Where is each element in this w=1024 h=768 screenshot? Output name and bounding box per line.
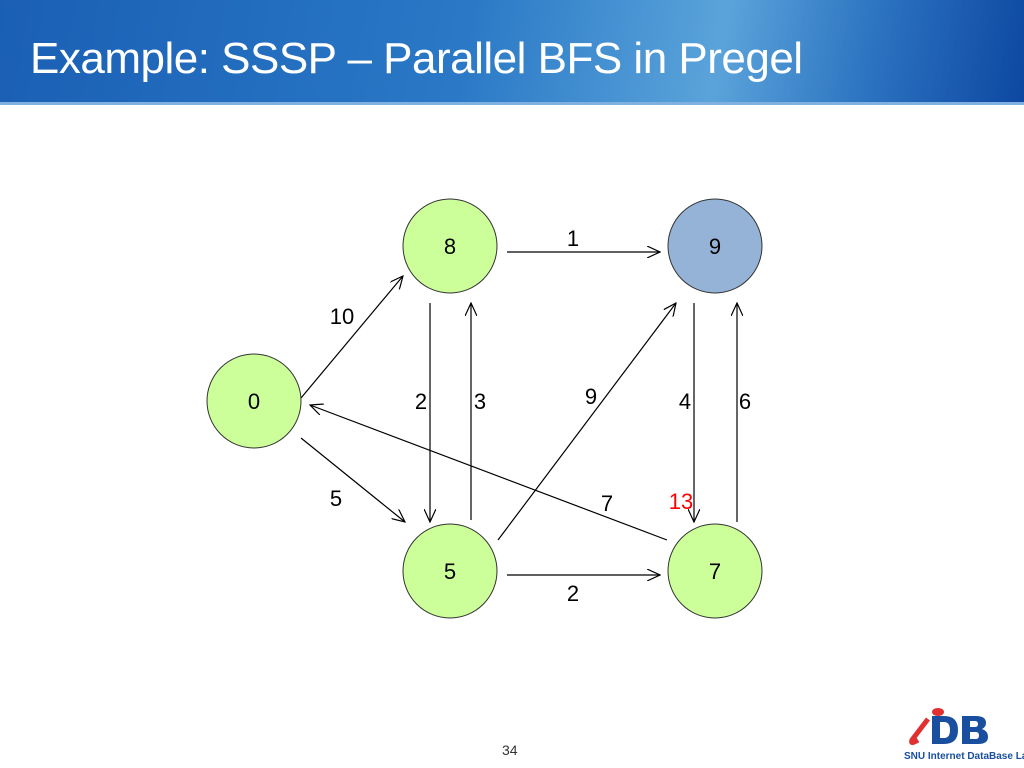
title-bar: Example: SSSP – Parallel BFS in Pregel: [0, 0, 1024, 105]
vertex-value: 0: [248, 389, 260, 414]
vertex-value: 9: [709, 234, 721, 259]
edge-weight: 2: [415, 389, 427, 414]
edge-weight: 3: [474, 389, 486, 414]
edge-weight: 1: [567, 226, 579, 251]
slide-title: Example: SSSP – Parallel BFS in Pregel: [30, 34, 803, 83]
logo-caption: SNU Internet DataBase Lab.: [904, 751, 1024, 762]
vertex-value: 7: [709, 559, 721, 584]
edge-weight: 10: [330, 304, 354, 329]
vertex-value: 5: [444, 559, 456, 584]
edge-weight: 6: [739, 389, 751, 414]
vertex-value: 8: [444, 234, 456, 259]
vertex-8: [402, 198, 498, 294]
edge-d-c: [497, 303, 676, 541]
vertex-5: [402, 523, 498, 619]
edge-e-a: [310, 405, 668, 541]
edge-weight: 2: [567, 581, 579, 606]
edge-a-b: [300, 276, 403, 399]
edge-weight: 9: [585, 384, 597, 409]
vertex-0: [206, 353, 302, 449]
edge-weight: 5: [330, 486, 342, 511]
vertex-7: [667, 523, 763, 619]
page-number: 34: [502, 742, 518, 758]
edge-weight: 4: [679, 389, 691, 414]
edge-weight: 7: [601, 491, 613, 516]
idb-logo: [909, 708, 988, 745]
edge-a-d: [300, 437, 405, 522]
vertex-9: [667, 198, 763, 294]
message-value: 13: [669, 489, 693, 514]
